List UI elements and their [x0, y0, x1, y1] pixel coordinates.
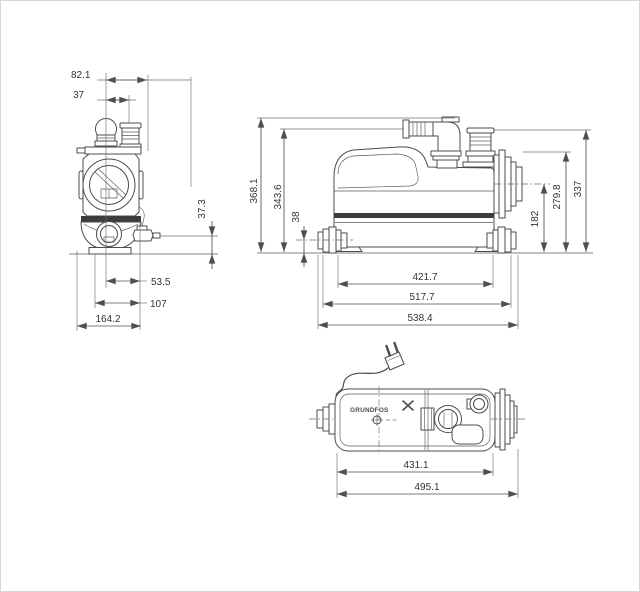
power-plug — [384, 341, 405, 371]
dim-495-1-label: 495.1 — [414, 482, 439, 493]
dim-495-1: 495.1 — [336, 449, 519, 498]
top-center-mark — [371, 414, 399, 426]
dim-279-8: 279.8 — [523, 151, 571, 253]
dim-164-2: 164.2 — [76, 251, 142, 331]
side-discharge-elbow — [402, 116, 462, 169]
dim-82-1-label: 82.1 — [71, 70, 91, 81]
dim-37-label: 37 — [73, 90, 85, 101]
side-bottom-inlet-right — [486, 226, 517, 254]
dim-421-7: 421.7 — [337, 255, 494, 288]
dim-421-7-label: 421.7 — [412, 272, 437, 283]
dim-279-8-label: 279.8 — [552, 184, 563, 209]
dim-37: 37 — [73, 90, 136, 123]
side-bottom-inlet-left — [296, 226, 353, 254]
dim-53-5: 53.5 — [105, 223, 171, 330]
front-view: 82.1 37 37.3 53.5 107 — [69, 70, 218, 331]
dim-38-label: 38 — [291, 211, 302, 223]
top-vent-opening — [466, 394, 489, 414]
dim-431-1-label: 431.1 — [403, 460, 428, 471]
dim-37-3-label: 37.3 — [197, 199, 208, 219]
dim-368-1-label: 368.1 — [249, 178, 260, 203]
dim-343-6-label: 343.6 — [273, 184, 284, 209]
dim-164-2-label: 164.2 — [95, 314, 120, 325]
front-base-plinth — [88, 247, 132, 255]
front-collar-band — [81, 216, 141, 222]
side-view: 368.1 343.6 38 182 279.8 337 — [249, 116, 593, 329]
grundfos-logo-text: GRUNDFOS — [350, 407, 389, 414]
side-vent-cap — [462, 127, 499, 168]
grundfos-logo: GRUNDFOS — [350, 400, 414, 414]
front-valve-cable — [138, 206, 145, 227]
dim-82-1: 82.1 — [71, 70, 192, 187]
dim-107: 107 — [94, 254, 167, 310]
grundfos-x-mark-icon — [402, 400, 414, 411]
dim-538-4: 538.4 — [317, 255, 519, 329]
top-access-cover — [451, 424, 484, 445]
side-tank-body — [329, 146, 508, 252]
top-toilet-inlet — [420, 405, 462, 433]
dim-182-label: 182 — [530, 210, 541, 227]
top-right-inlet-flange — [491, 388, 527, 451]
front-cable-connector — [119, 122, 142, 148]
front-pump-body — [78, 153, 144, 217]
front-drain-valve — [132, 206, 161, 242]
top-left-port — [309, 403, 336, 435]
dim-337-label: 337 — [573, 180, 584, 197]
dim-431-1: 431.1 — [336, 453, 494, 498]
power-cable — [335, 367, 389, 400]
dim-38: 38 — [291, 211, 308, 267]
side-motor-hump — [337, 153, 419, 189]
side-inlet-port — [493, 149, 550, 219]
dim-37-3: 37.3 — [160, 199, 218, 269]
dim-517-7: 517.7 — [322, 255, 512, 308]
dim-517-7-label: 517.7 — [409, 292, 434, 303]
front-inlet-flange — [82, 158, 136, 212]
dim-538-4-label: 538.4 — [407, 313, 432, 324]
dim-182: 182 — [530, 183, 548, 253]
side-seam-band — [334, 213, 494, 218]
top-view: GRUNDFOS 431.1 495.1 — [309, 341, 527, 498]
front-lower-tank — [80, 221, 142, 255]
dim-337: 337 — [493, 129, 591, 253]
dim-343-6: 343.6 — [273, 128, 404, 253]
dim-368-1: 368.1 — [249, 117, 455, 253]
dim-107-label: 107 — [150, 299, 167, 310]
front-top-plate — [76, 146, 142, 155]
dim-53-5-label: 53.5 — [151, 277, 171, 288]
